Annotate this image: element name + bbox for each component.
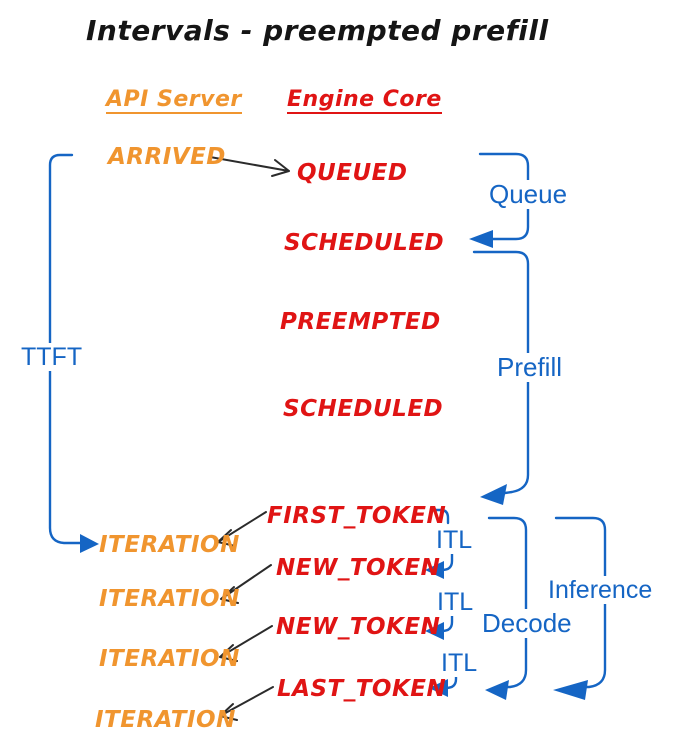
event-scheduled-2: SCHEDULED xyxy=(283,396,444,422)
event-last-token: LAST_TOKEN xyxy=(277,676,447,702)
event-arrows xyxy=(209,156,290,721)
event-first-token: FIRST_TOKEN xyxy=(267,503,447,529)
event-preempted: PREEMPTED xyxy=(280,309,441,335)
first-token-to-iteration-arrow xyxy=(217,511,267,547)
event-iteration-4: ITERATION xyxy=(95,707,236,733)
last-token-to-iteration-arrow xyxy=(219,686,274,721)
arrived-to-queued-arrow xyxy=(209,156,290,177)
inference-arrowhead xyxy=(553,680,588,700)
decode-arrowhead xyxy=(485,680,509,700)
decode-bracket-line xyxy=(487,516,528,689)
decode-label: Decode xyxy=(479,609,575,639)
prefill-arrowhead xyxy=(480,484,507,505)
new-token1-to-iteration-arrow xyxy=(220,564,272,604)
itl-label-3: ITL xyxy=(438,649,481,678)
interval-arrowheads xyxy=(80,230,588,700)
event-scheduled-1: SCHEDULED xyxy=(284,230,445,256)
queue-label: Queue xyxy=(486,180,571,210)
queue-arrowhead xyxy=(469,230,493,248)
event-arrived: ARRIVED xyxy=(108,144,226,170)
itl-hook-1-arrowhead xyxy=(425,561,444,579)
api-server-column-header: API Server xyxy=(106,88,242,115)
event-iteration-2: ITERATION xyxy=(99,586,240,612)
itl-label-2: ITL xyxy=(434,588,477,617)
event-new-token-2: NEW_TOKEN xyxy=(276,614,441,640)
itl-top-bracket-line xyxy=(429,508,450,525)
diagram-title: Intervals - preempted prefill xyxy=(86,14,549,47)
inference-label: Inference xyxy=(545,576,656,605)
new-token2-to-iteration-arrow xyxy=(219,625,273,662)
event-iteration-1: ITERATION xyxy=(99,532,240,558)
itl-label-1: ITL xyxy=(433,526,476,555)
engine-core-column-header: Engine Core xyxy=(287,88,442,115)
ttft-label: TTFT xyxy=(18,343,86,372)
event-iteration-3: ITERATION xyxy=(99,646,240,672)
event-new-token-1: NEW_TOKEN xyxy=(276,555,441,581)
itl-hook-2-arrowhead xyxy=(425,622,444,640)
ttft-arrowhead xyxy=(80,534,99,553)
event-queued: QUEUED xyxy=(297,160,408,186)
itl-hook-3-arrowhead xyxy=(429,679,448,697)
prefill-label: Prefill xyxy=(494,353,566,383)
